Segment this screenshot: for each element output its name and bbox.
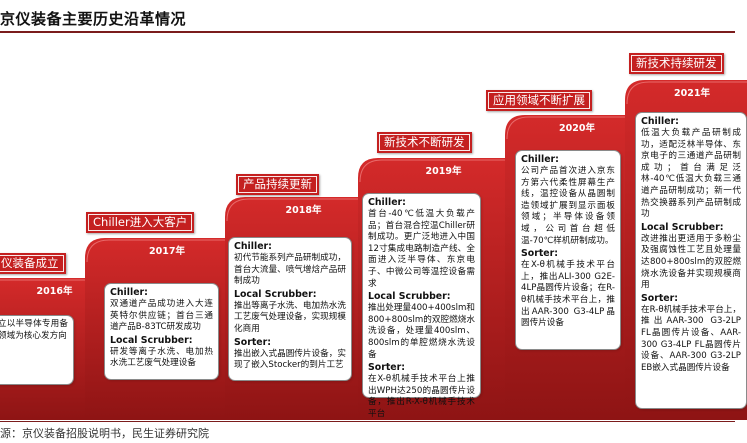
source-note: 源：京仪装备招股说明书，民生证券研究院 [0, 427, 209, 440]
section-title: Chiller: [234, 241, 272, 252]
stage-detail-box-6: Chiller:低温大负载产品研制成功，适配泛林半导体、东京电子的三通道产品研制… [635, 112, 747, 409]
section-text: 初代节能系列产品研制成功，首台大流量、喷气增焓产品研制成功 [234, 253, 346, 287]
section-text: 立以半导体专用备领域为核心发方向 [0, 319, 68, 341]
section-text: 推出嵌入式晶圆传片设备，实现了嵌入Stocker的到片工艺 [234, 348, 346, 371]
section-title: Sorter: [234, 336, 272, 348]
stage-banner-5: 应用领域不断扩展 [486, 90, 592, 111]
section-title: Local Scrubber: [368, 291, 451, 303]
section-title: Chiller: [110, 287, 148, 298]
stage-detail-box-4: Chiller:首台-40℃低温大负载产品；首台混合控温Chiller研制成功。… [362, 193, 481, 419]
section-title: Sorter: [368, 362, 406, 374]
title-divider [0, 31, 735, 33]
stage-step-highlight-3 [226, 198, 388, 222]
section-text: 在X-θ机械手技术平台上推出WPH达250的晶圆传片设备，推出R-X-θ机械手技… [368, 374, 475, 419]
section-text: 低温大负载产品研制成功，适配泛林半导体、东京电子的三通道产品研制成功；首台满足泛… [641, 128, 741, 220]
stage-detail-box-1: 立以半导体专用备领域为核心发方向 [0, 315, 74, 385]
stage-year-2: 2017年 [149, 246, 185, 257]
section-title: Sorter: [521, 248, 559, 260]
stage-year-5: 2020年 [559, 123, 595, 134]
section-text: 改进推出更适用于多粉尘及强腐蚀性工艺且处理量达800+800slm的双腔燃烧水洗… [641, 233, 741, 291]
section-title: Chiller: [641, 116, 679, 127]
stage-step-highlight-4 [359, 159, 535, 183]
stage-year-3: 2018年 [285, 205, 322, 216]
stage-year-6: 2021年 [674, 88, 710, 99]
page-title: 京仪装备主要历史沿革情况 [0, 10, 187, 28]
stage-year-1: 2016年 [36, 286, 73, 297]
section-text: 推出处理量400+400slm和800+800slm的双腔燃烧水洗设备，处理量4… [368, 303, 475, 360]
stage-step-highlight-5 [506, 116, 655, 140]
stage-detail-box-5: Chiller:公司产品首次进入京东方第六代柔性屏幕生产线，温控设备从晶圆制造领… [515, 150, 621, 350]
section-title: Local Scrubber: [234, 288, 317, 300]
section-text: 双通道产品成功进入大连英特尔供应链；首台三通道产品B-83TC研发成功 [110, 299, 213, 333]
stage-banner-4: 新技术不断研发 [377, 132, 472, 153]
section-text: 研发等离子水洗、电加热水洗工艺废气处理设备 [110, 346, 213, 369]
section-title: Chiller: [521, 154, 559, 165]
footer-divider [0, 421, 735, 422]
section-text: 公司产品首次进入京东方第六代柔性屏幕生产线，温控设备从晶圆制造领域扩展到显示面板… [521, 166, 615, 246]
stage-banner-3: 产品持续更新 [236, 174, 319, 195]
section-text: 在X-θ机械手技术平台上，推出ALI-300 G2E-4LP晶圆传片设备；在R-… [521, 260, 615, 329]
stage-banner-2: Chiller进入大客户 [86, 212, 195, 233]
section-title: Local Scrubber: [110, 334, 193, 346]
stage-banner-6: 新技术持续研发 [629, 53, 724, 74]
stage-step-highlight-2 [86, 239, 255, 263]
section-title: Sorter: [641, 292, 679, 304]
stage-banner-1: 仪装备成立 [0, 253, 66, 274]
stage-step-highlight-6 [626, 81, 747, 105]
section-title: Chiller: [368, 197, 406, 208]
section-text: 推出等离子水洗、电加热水洗工艺废气处理设备，实现规模化商用 [234, 300, 346, 334]
section-title: Local Scrubber: [641, 221, 724, 233]
section-text: 在R-θ机械手技术平台上，推出AAR-300 G3-2LP FL晶圆传片设备、A… [641, 304, 741, 373]
section-text: 首台-40℃低温大负载产品；首台混合控温Chiller研制成功。更广泛地进入中国… [368, 209, 475, 289]
stage-detail-box-2: Chiller:双通道产品成功进入大连英特尔供应链；首台三通道产品B-83TC研… [104, 283, 219, 380]
stage-year-4: 2019年 [425, 166, 462, 177]
